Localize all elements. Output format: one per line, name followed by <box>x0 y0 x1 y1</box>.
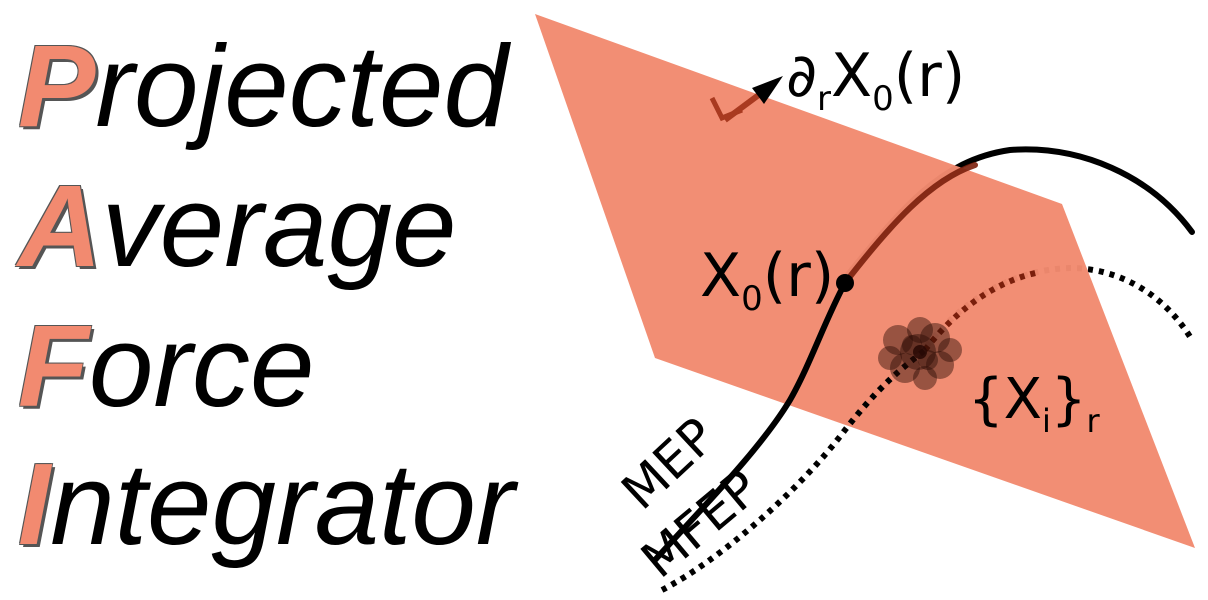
acronym-initial-f: F <box>18 301 89 431</box>
mep-curve-front <box>652 280 848 563</box>
acronym-rest-integrator: ntegrator <box>50 439 515 569</box>
acronym-initial-p: P <box>18 21 96 151</box>
ensemble-label: {Xi}r <box>968 367 1101 440</box>
ensemble-cloud <box>878 317 962 390</box>
tangent-label: ∂rX0(r) <box>786 41 965 119</box>
x0-point <box>836 274 854 292</box>
acronym-title: Projected Average Force Integrator <box>0 0 560 600</box>
acronym-initial-i: I <box>18 439 51 569</box>
acronym-rest-force: orce <box>88 301 315 431</box>
mep-curve-through-plane <box>842 162 978 286</box>
mfep-curve-through-plane <box>922 269 1041 352</box>
acronym-word-force: Force <box>18 308 315 424</box>
tangent-arrow <box>709 76 783 123</box>
acronym-rest-projected: rojected <box>95 21 509 151</box>
mfep-curve-front <box>660 347 927 593</box>
acronym-initial-a: A <box>18 161 102 291</box>
acronym-word-projected: Projected <box>18 28 508 144</box>
hyperplane <box>535 14 1195 548</box>
acronym-word-average: Average <box>18 168 456 284</box>
x0-label: X0(r) <box>700 241 834 319</box>
acronym-word-integrator: Integrator <box>18 446 515 562</box>
acronym-rest-average: verage <box>101 161 457 291</box>
